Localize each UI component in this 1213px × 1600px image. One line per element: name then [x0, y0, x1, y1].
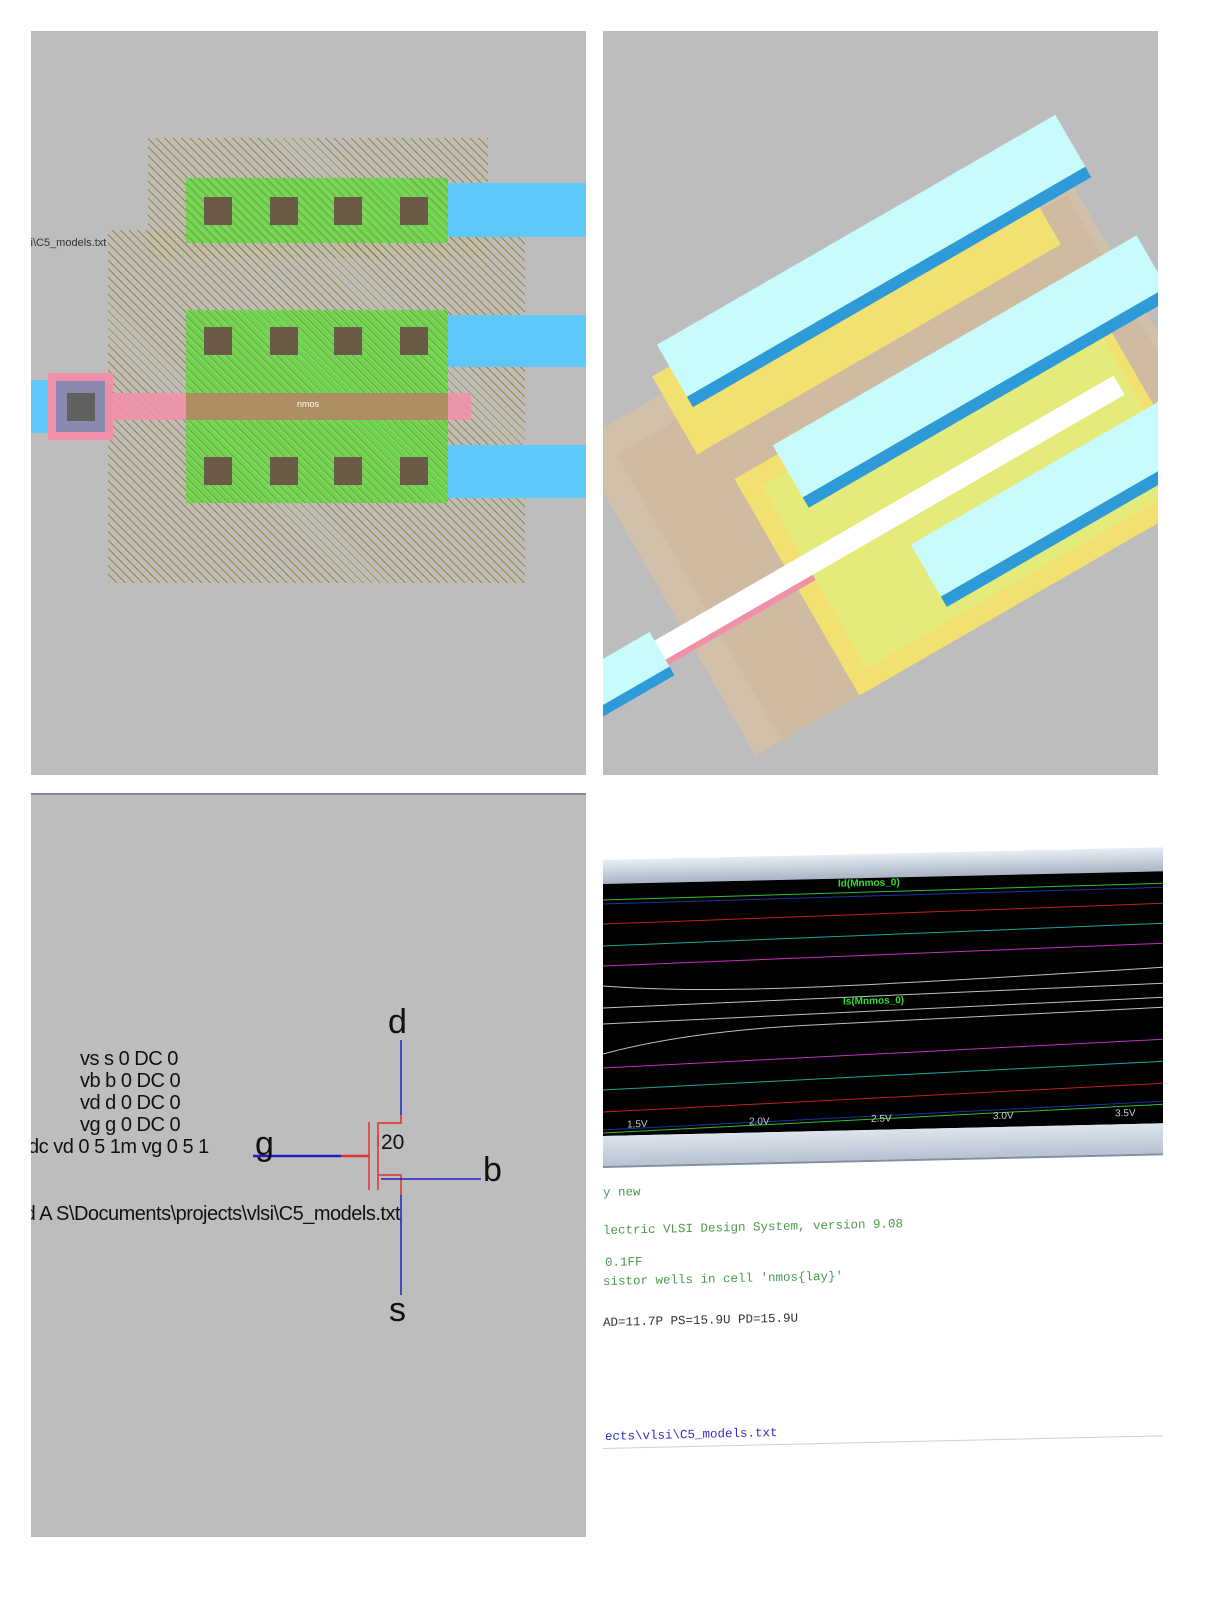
- metal-bar-1[interactable]: [448, 183, 586, 237]
- poly-contact-metal-side: [603, 666, 675, 731]
- trace-green-top: [603, 882, 1163, 901]
- contact-cut[interactable]: [334, 327, 362, 355]
- poly-gate-3d: [628, 375, 1125, 675]
- source-terminal-label: s: [389, 1291, 406, 1329]
- contact-cut[interactable]: [204, 197, 232, 225]
- metal-1-3d: [656, 114, 1086, 397]
- source-lead: [378, 1174, 402, 1195]
- waveform-panel[interactable]: Id(Mnmos_0) Is(Mnmos_0) 1.5V 2.0V 2.5V 3…: [603, 830, 1163, 1170]
- trace-white-bottom: [603, 1006, 1163, 1055]
- instance-center-marker[interactable]: nmos: [297, 399, 320, 409]
- metal-1-side: [686, 166, 1092, 408]
- contact-cut[interactable]: [270, 197, 298, 225]
- trace-white-mid: [603, 982, 1163, 1009]
- gate-channel: [186, 393, 448, 420]
- trace-white-top: [603, 966, 1163, 990]
- netlist-line-3: vd d 0 DC 0: [80, 1092, 181, 1114]
- metal-3-3d: [910, 344, 1158, 597]
- trace-magenta-bottom: [603, 1038, 1163, 1069]
- poly-contact-metal[interactable]: [31, 380, 51, 433]
- contact-cut[interactable]: [270, 327, 298, 355]
- metal-2-3d: [772, 235, 1158, 498]
- transistor-symbol[interactable]: [31, 795, 586, 1537]
- metal-3-side: [940, 396, 1158, 607]
- contact-cut[interactable]: [204, 457, 232, 485]
- trace-teal-bottom: [603, 1060, 1163, 1091]
- model-label: si\C5_models.txt: [31, 237, 107, 249]
- contact-cut[interactable]: [334, 197, 362, 225]
- diffusion-inner: [761, 301, 1158, 669]
- contact-cut[interactable]: [400, 457, 428, 485]
- contact-cut[interactable]: [334, 457, 362, 485]
- metal-bar-2[interactable]: [448, 315, 586, 367]
- schematic-view[interactable]: vs s 0 DC 0 vb b 0 DC 0 vd d 0 DC 0 vg g…: [31, 793, 586, 1537]
- poly-gate-edge: [639, 574, 816, 680]
- waveform-plot-area[interactable]: Id(Mnmos_0) Is(Mnmos_0) 1.5V 2.0V 2.5V 3…: [603, 871, 1163, 1136]
- console-line-4: sistor wells in cell 'nmos{lay}': [603, 1269, 844, 1289]
- netlist-line-1: vs s 0 DC 0: [80, 1048, 178, 1070]
- console-line-2: lectric VLSI Design System, version 9.08: [603, 1217, 904, 1238]
- contact-cut[interactable]: [400, 197, 428, 225]
- trace-magenta-top: [603, 942, 1163, 967]
- trace-green-bottom: [603, 1103, 1163, 1134]
- contact-cut[interactable]: [270, 457, 298, 485]
- layout-editor-view[interactable]: si\C5_models.txt nmos: [31, 31, 586, 775]
- console-line-5: AD=11.7P PS=15.9U PD=15.9U: [603, 1311, 799, 1330]
- metal-2-side: [802, 287, 1158, 508]
- drain-terminal-label: d: [388, 1003, 407, 1041]
- gate-terminal-label: g: [255, 1125, 274, 1163]
- contact-cut[interactable]: [204, 327, 232, 355]
- 3d-scene: [603, 114, 1158, 756]
- transistor-size-label: 20: [381, 1131, 405, 1154]
- netlist-line-5: .dc vd 0 5 1m vg 0 5 1: [31, 1136, 209, 1158]
- netlist-line-4: vg g 0 DC 0: [80, 1114, 181, 1136]
- trace-white-low: [603, 996, 1163, 1025]
- console-line-1: y new: [603, 1185, 641, 1200]
- netlist-line-6: .nd A S\Documents\projects\vlsi\C5_model…: [31, 1203, 401, 1225]
- simulation-window: Id(Mnmos_0) Is(Mnmos_0) 1.5V 2.0V 2.5V 3…: [603, 830, 1163, 1460]
- console-path[interactable]: ects\vlsi\C5_models.txt: [605, 1426, 778, 1444]
- trace-red-top: [603, 902, 1163, 925]
- console-panel[interactable]: y new lectric VLSI Design System, versio…: [603, 830, 1163, 1460]
- bulk-terminal-label: b: [483, 1151, 502, 1189]
- console-line-3: 0.1FF: [605, 1255, 643, 1270]
- 3d-view[interactable]: [603, 31, 1158, 775]
- trace-blue-bottom: [603, 1100, 1163, 1131]
- netlist-line-2: vb b 0 DC 0: [80, 1070, 181, 1092]
- trace-blue-top: [603, 886, 1163, 905]
- contact-cut[interactable]: [400, 327, 428, 355]
- trace-teal-top: [603, 922, 1163, 947]
- poly-contact-metal-3d: [603, 631, 670, 722]
- poly-contact-cut: [67, 393, 95, 421]
- metal-bar-3[interactable]: [448, 445, 586, 498]
- trace-red-bottom: [603, 1082, 1163, 1113]
- waveform-traces: [603, 882, 1163, 1134]
